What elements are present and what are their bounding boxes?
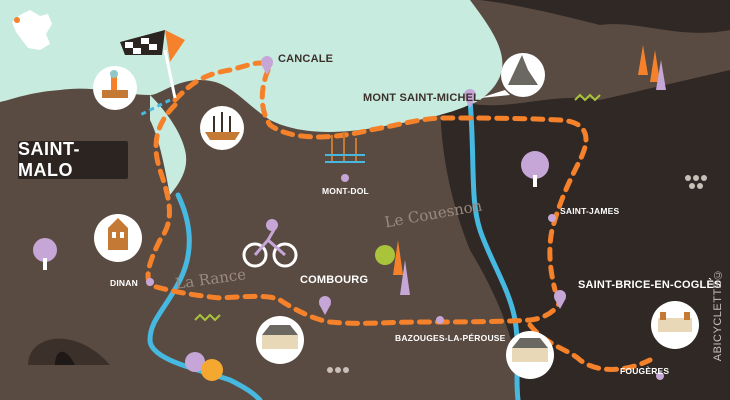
castle-icon [94,214,142,262]
tree-icon [375,240,410,295]
cyclist-icon [242,219,298,268]
place-label-mont-saint-michel: MONT SAINT-MICHEL [363,92,481,104]
place-label-bazouges: BAZOUGES-LA-PÉROUSE [395,333,506,343]
river-rance [147,192,263,400]
place-label-dinan: DINAN [110,278,138,288]
cycling-route [145,60,653,372]
town-dot [341,174,349,182]
town-dot [146,278,154,286]
location-pin-icon [554,290,566,309]
place-label-combourg: COMBOURG [300,274,369,286]
location-pin-icon [261,56,273,75]
location-pin-icon [464,89,476,108]
sea-area [0,0,503,132]
place-label-saint-brice: SAINT-BRICE-EN-COGLÈS [578,279,722,291]
tree-icon [33,238,57,270]
field-decoration [194,93,707,373]
salt-marsh-icon [325,132,365,163]
town-dot [436,316,444,324]
place-label-cancale: CANCALE [278,53,334,65]
place-label-mont-dol: MONT-DOL [322,186,369,196]
castle-icon [256,316,304,364]
start-label-saint-malo: SAINT-MALO [18,139,128,180]
town-dot [548,214,556,222]
tree-icon [638,45,666,90]
credit-watermark: ABICYCLETTE© [712,268,724,362]
lighthouse-icon [93,66,137,110]
france-icon [12,10,52,50]
place-label-fougeres: FOUGÈRES [620,366,670,376]
castle-icon [506,331,554,379]
dark-land-top [0,0,730,33]
cave-icon [28,338,110,365]
mont-saint-michel-icon [480,53,545,98]
ship-icon [200,106,244,150]
place-label-saint-james: SAINT-JAMES [560,206,620,216]
tree-icon [185,352,223,381]
location-pin-icon [319,296,331,315]
tree-icon [521,151,549,187]
rance-estuary [150,95,187,195]
ferry-line [139,98,171,117]
finish-flag-icon [120,30,185,99]
town-dot [656,372,664,380]
castle-icon [651,301,699,349]
